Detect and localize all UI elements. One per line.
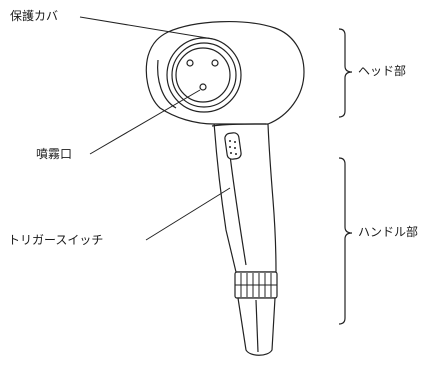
cord-tail-line (255, 299, 259, 353)
bracket-head (338, 28, 353, 118)
trigger-dot (229, 146, 231, 148)
nozzle-hole (199, 83, 207, 91)
protective-cover-label: 保護カバ (10, 9, 59, 23)
leader-trigger-switch (145, 187, 231, 241)
nozzle-label: 噴霧口 (36, 147, 73, 161)
nozzle-hole (211, 59, 219, 67)
trigger-dot (234, 141, 236, 143)
trigger-dot (235, 153, 237, 155)
nozzle-hole (186, 59, 194, 67)
head-bottom-seam (211, 123, 267, 127)
handle-body (213, 121, 277, 273)
bracket-handle (338, 157, 353, 325)
trigger-dot (230, 152, 232, 154)
trigger-dot (229, 140, 231, 142)
trigger-switch-button (224, 132, 242, 160)
protective-cover-inner (175, 47, 231, 103)
protective-cover-ring (171, 42, 237, 108)
leader-nozzle (89, 89, 201, 155)
trigger-switch-label: トリガースイッチ (8, 233, 104, 247)
grip-ridges (235, 273, 277, 297)
trigger-dot (234, 147, 236, 149)
handle-section-label: ハンドル部 (358, 225, 419, 239)
head-section-label: ヘッド部 (358, 64, 407, 78)
leader-protective-cover (79, 16, 214, 40)
